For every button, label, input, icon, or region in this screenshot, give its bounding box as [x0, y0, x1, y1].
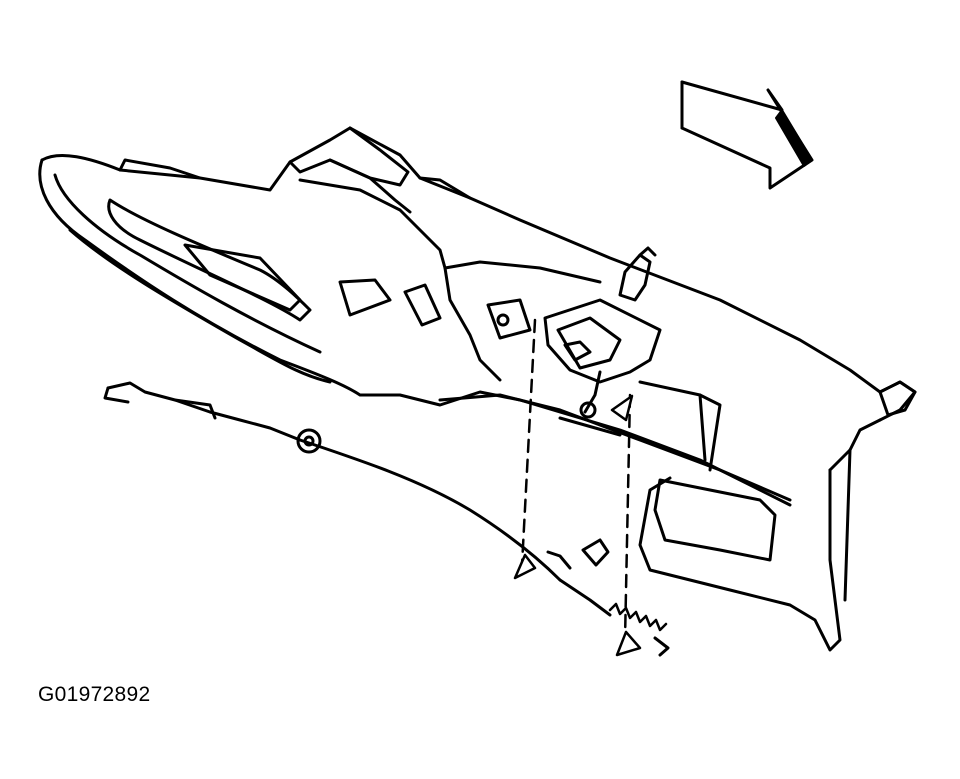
alignment-arrowheads: [513, 394, 642, 657]
cable-grommet-icon: [296, 428, 322, 454]
alignment-lines: [520, 318, 632, 642]
direction-arrow-icon: [680, 80, 814, 190]
retainer-clip: [546, 538, 610, 570]
release-cable: [103, 381, 670, 657]
figure-id-label: G01972892: [38, 683, 151, 706]
trim-panel: [38, 126, 917, 652]
release-handle-bracket: [543, 246, 662, 419]
